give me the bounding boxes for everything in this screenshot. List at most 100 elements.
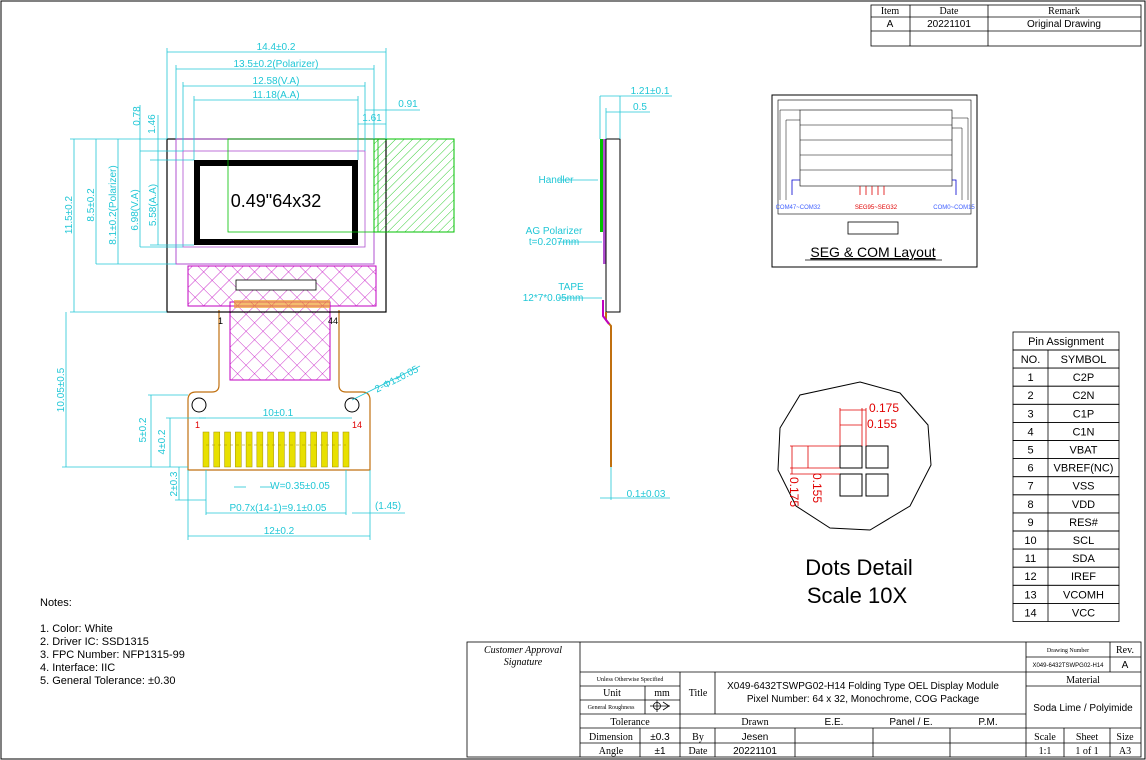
dim-fpc-h1: 5±0.2 [138, 417, 149, 442]
revision-table: Item Date Remark A 20221101 Original Dra… [870, 4, 1142, 47]
gold-finger [331, 431, 339, 468]
gold-finger [245, 431, 253, 468]
note-3: 3. FPC Number: NFP1315-99 [40, 649, 185, 661]
mount-hole-right [344, 397, 360, 413]
pin-number: 3 [1027, 408, 1033, 420]
unit-value: mm [654, 688, 670, 699]
rev-row-remark: Original Drawing [1027, 19, 1101, 30]
dim-offset-161: 1.61 [362, 113, 382, 124]
seg-com-right-label: COM0~COM15 [933, 205, 975, 211]
gold-finger [224, 431, 231, 468]
pin-symbol: C2N [1072, 390, 1094, 402]
viewing-area-outline [182, 150, 366, 248]
gold-finger [310, 431, 317, 468]
pin-number: 2 [1027, 390, 1033, 402]
drawing-number: X049-6432TSWPG02-H14 [1032, 663, 1104, 669]
pin44-label: 44 [328, 316, 338, 326]
pin-last-label: 14 [352, 420, 362, 430]
rev-header-remark: Remark [1048, 6, 1080, 17]
dim-pitch-total: P0.7x(14-1)=9.1±0.05 [230, 503, 327, 514]
drawn-label: Drawn [741, 717, 768, 728]
customer-approval-1: Customer Approval [484, 645, 562, 656]
pin-symbol: VBREF(NC) [1054, 463, 1114, 475]
gold-finger [299, 431, 307, 468]
title-block-text: Customer Approval Signature Unless Other… [484, 645, 1134, 757]
dimension-label: Dimension [589, 732, 633, 743]
pin-symbol: C1N [1072, 426, 1094, 438]
dim-offset-091: 0.91 [398, 99, 418, 110]
fpc-outline [187, 310, 371, 471]
dim-outline-w: 14.4±0.2 [257, 42, 296, 53]
pin-header-no: NO. [1021, 354, 1041, 366]
dim-pin-span: 10±0.1 [263, 408, 294, 419]
title-block [466, 641, 1142, 758]
side-dim-total: 1.21±0.1 [631, 86, 670, 97]
gold-finger [288, 431, 296, 468]
pin-number: 14 [1024, 607, 1036, 619]
side-tape-label-1: TAPE [558, 282, 584, 293]
note-5: 5. General Tolerance: ±0.30 [40, 675, 175, 687]
seg-com-left-label: COM47~COM32 [776, 205, 822, 211]
gold-finger [235, 431, 242, 468]
unit-label: Unit [603, 688, 621, 699]
sheet-label: Sheet [1076, 732, 1098, 743]
side-glass [605, 138, 621, 313]
seg-com-title: SEG & COM Layout [810, 244, 935, 260]
pin-header-symbol: SYMBOL [1061, 354, 1107, 366]
gold-finger [256, 431, 264, 468]
dim-hole: 2-Φ1±0.05 [373, 364, 421, 396]
material-label: Material [1066, 675, 1100, 686]
mount-hole-left [191, 397, 207, 413]
pin-number: 1 [1027, 372, 1033, 384]
pin-number: 5 [1027, 445, 1033, 457]
dot-dim-2: 0.155 [867, 417, 897, 431]
side-tape-label-2: 12*7*0.05mm [523, 293, 584, 304]
side-dim-fpc: 0.1±0.03 [627, 489, 666, 500]
side-handler-label: Handler [538, 175, 574, 186]
dim-finger-w: W=0.35±0.05 [270, 481, 330, 492]
pin-assignment-title: Pin Assignment [1028, 336, 1104, 348]
date-label: Date [689, 746, 708, 757]
dim-fpc-h2: 4±0.2 [157, 429, 168, 454]
dim-fpc-w: 12±0.2 [264, 526, 295, 537]
pin-number: 10 [1024, 535, 1036, 547]
pin-symbol: VDD [1072, 499, 1095, 511]
note-4: 4. Interface: IIC [40, 662, 115, 674]
dim-polarizer-w: 13.5±0.2(Polarizer) [234, 59, 319, 70]
dot-dim-1: 0.175 [869, 401, 899, 415]
material-value: Soda Lime / Polyimide [1033, 703, 1133, 714]
notes: Notes: 1. Color: White 2. Driver IC: SSD… [40, 597, 185, 687]
dim-total-h: 10.05±0.5 [56, 367, 67, 412]
front-dimensions [62, 48, 421, 540]
by-label: By [692, 732, 704, 743]
roughness-icon [650, 700, 670, 712]
fpc-bond-area [234, 300, 330, 308]
dot-1 [839, 445, 863, 469]
driver-ic [235, 279, 317, 291]
angle-label: Angle [599, 746, 624, 757]
pin1-label: 1 [218, 316, 223, 326]
dot-4 [865, 473, 889, 497]
side-polarizer-label-1: AG Polarizer [526, 226, 583, 237]
ee-label: E.E. [825, 717, 844, 728]
angle-value: ±1 [654, 746, 665, 757]
side-dim-glass: 0.5 [633, 102, 647, 113]
display-label: 0.49"64x32 [231, 191, 321, 211]
scale-label: Scale [1034, 732, 1056, 743]
title-line-1: X049-6432TSWPG02-H14 Folding Type OEL Di… [727, 681, 999, 692]
pin-first-label: 1 [195, 420, 200, 430]
dot-2 [865, 445, 889, 469]
seg-com-center-label: SEG95~SEG32 [855, 205, 898, 211]
rev-row-item: A [887, 19, 894, 30]
dot-dim-4: 0.175 [787, 477, 801, 507]
pin-header-row: NO. SYMBOL [1012, 349, 1120, 369]
